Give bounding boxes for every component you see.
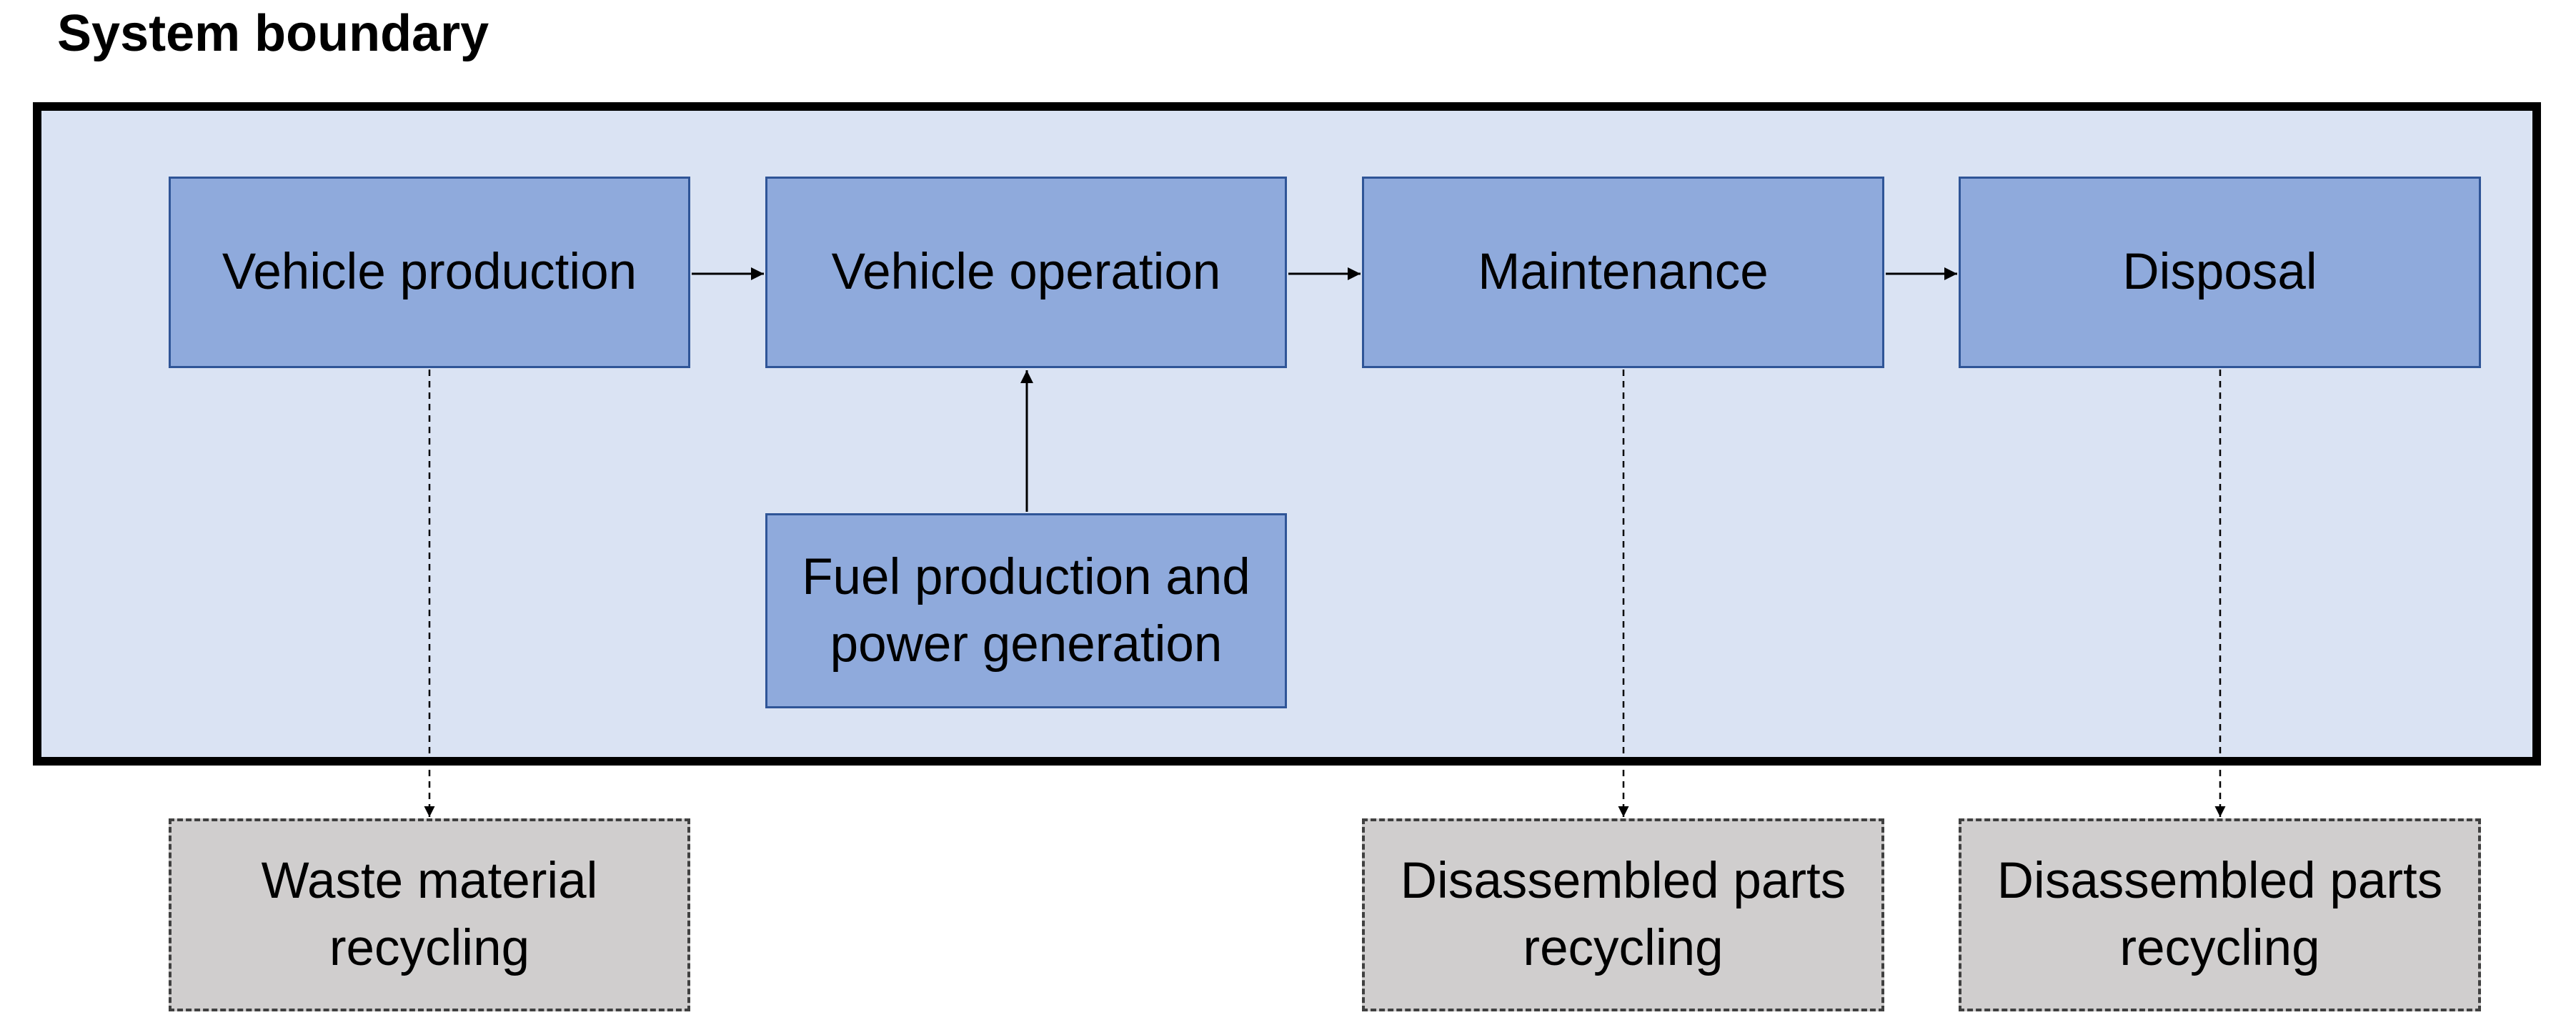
output-label-line-2: recycling xyxy=(329,920,530,976)
output-disassembled-parts-recycling-maintenance: Disassembled parts recycling xyxy=(1362,818,1884,1011)
fuel-label-line-1: Fuel production and xyxy=(802,548,1250,605)
diagram-title: System boundary xyxy=(57,5,489,62)
stage-vehicle-operation: Vehicle operation xyxy=(765,177,1287,368)
stage-label: Vehicle operation xyxy=(831,244,1221,301)
output-label-line-1: Waste material xyxy=(261,853,598,910)
stage-label: Disposal xyxy=(2122,244,2317,301)
output-label-line-2: recycling xyxy=(1523,920,1724,976)
output-label-line-1: Disassembled parts xyxy=(1996,853,2443,910)
stage-vehicle-production: Vehicle production xyxy=(169,177,690,368)
stage-disposal: Disposal xyxy=(1959,177,2481,368)
fuel-label-line-2: power generation xyxy=(830,615,1223,673)
stage-label: Maintenance xyxy=(1478,244,1769,301)
fuel-production-box: Fuel production and power generation xyxy=(765,513,1287,708)
output-waste-material-recycling: Waste material recycling xyxy=(169,818,690,1011)
stage-maintenance: Maintenance xyxy=(1362,177,1884,368)
stage-label: Vehicle production xyxy=(222,244,637,301)
output-label-line-1: Disassembled parts xyxy=(1400,853,1846,910)
output-disassembled-parts-recycling-disposal: Disassembled parts recycling xyxy=(1959,818,2481,1011)
output-label-line-2: recycling xyxy=(2119,920,2320,976)
